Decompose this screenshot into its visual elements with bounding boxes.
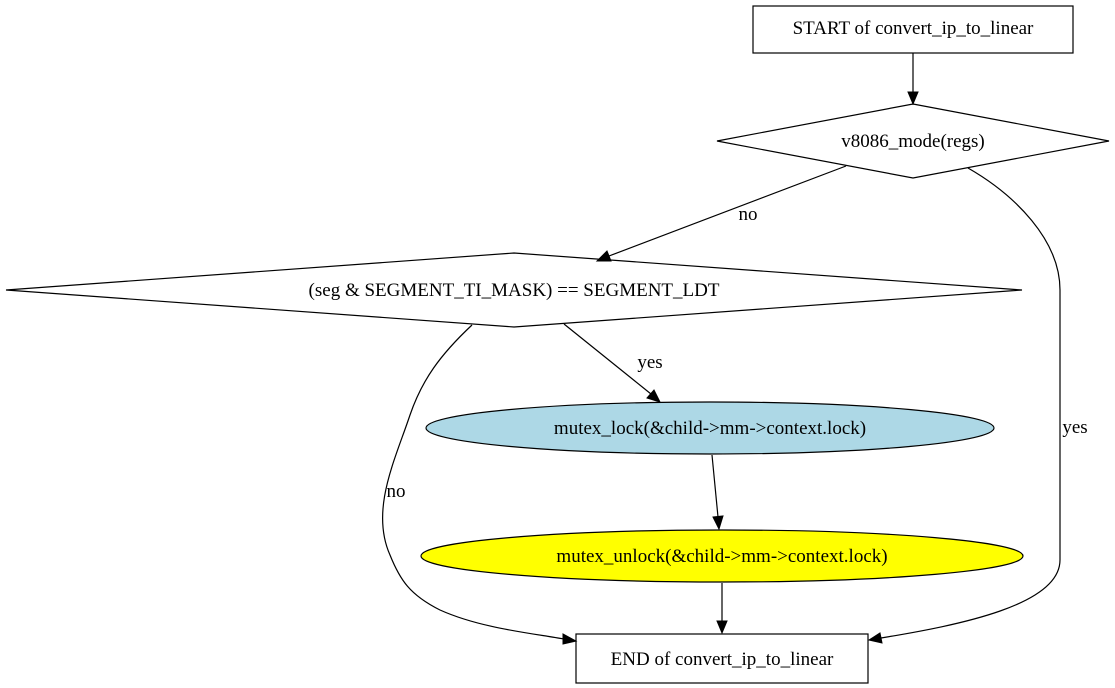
svg-text:no: no — [387, 481, 406, 502]
edge-lock-to-unlock — [711, 454, 724, 531]
edge-v8086-no: no — [595, 165, 847, 262]
node-segment-decision: (seg & SEGMENT_TI_MASK) == SEGMENT_LDT — [5, 252, 1023, 328]
node-mutex-lock: mutex_lock(&child->mm->context.lock) — [425, 401, 995, 455]
svg-text:no: no — [739, 204, 758, 225]
svg-text:START of convert_ip_to_linear: START of convert_ip_to_linear — [793, 18, 1034, 39]
svg-text:(seg & SEGMENT_TI_MASK) == SEG: (seg & SEGMENT_TI_MASK) == SEGMENT_LDT — [309, 280, 720, 301]
edge-start-to-v8086 — [907, 53, 919, 106]
node-v8086-decision: v8086_mode(regs) — [716, 103, 1110, 179]
edge-v8086-yes: yes — [867, 167, 1088, 644]
svg-text:END of convert_ip_to_linear: END of convert_ip_to_linear — [611, 649, 834, 670]
node-end: END of convert_ip_to_linear — [575, 633, 869, 684]
svg-text:yes: yes — [1062, 417, 1087, 438]
node-start: START of convert_ip_to_linear — [752, 5, 1074, 54]
svg-text:mutex_lock(&child->mm->context: mutex_lock(&child->mm->context.lock) — [554, 418, 866, 439]
svg-text:v8086_mode(regs): v8086_mode(regs) — [841, 131, 985, 152]
edge-segment-no: no — [382, 324, 578, 645]
svg-text:yes: yes — [637, 352, 662, 373]
node-mutex-unlock: mutex_unlock(&child->mm->context.lock) — [420, 529, 1024, 583]
edge-segment-yes: yes — [563, 323, 663, 403]
edge-unlock-to-end — [716, 583, 728, 635]
svg-text:mutex_unlock(&child->mm->conte: mutex_unlock(&child->mm->context.lock) — [556, 546, 887, 567]
